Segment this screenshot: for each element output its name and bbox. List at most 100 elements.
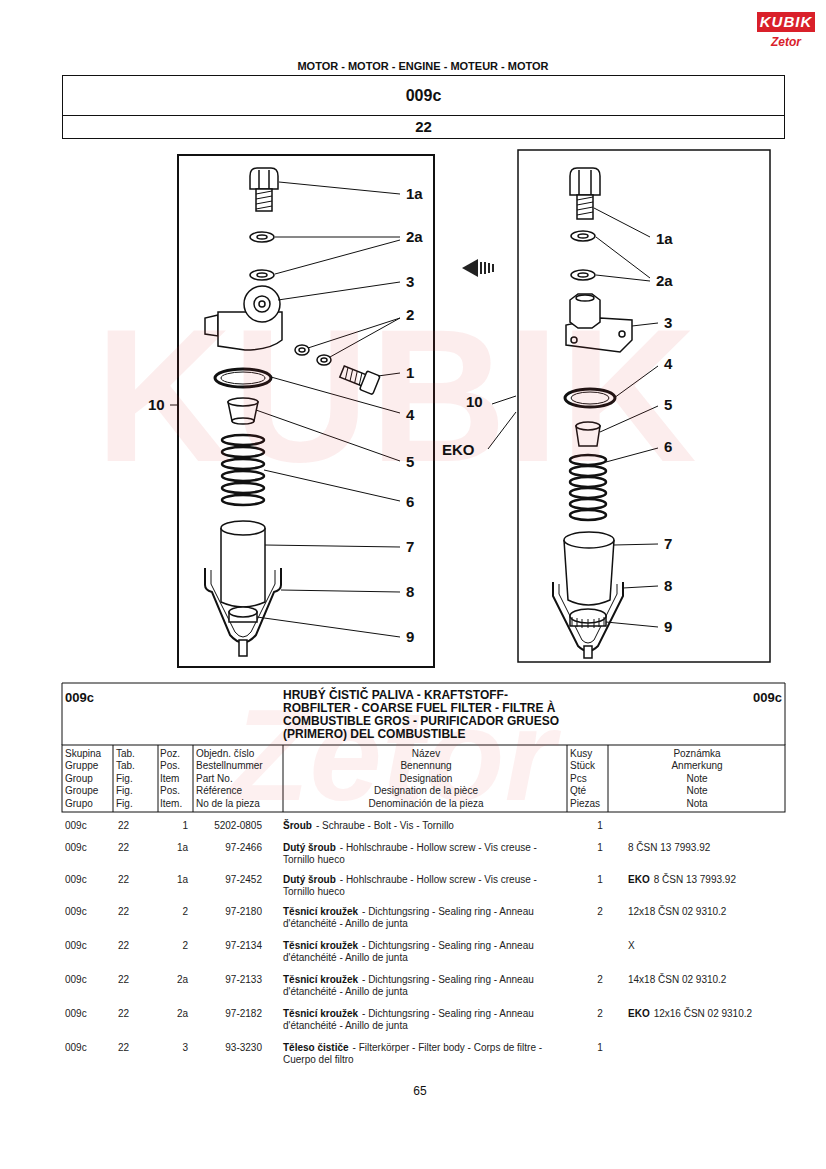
header-box: 22 xyxy=(62,115,785,139)
group-code: 009c xyxy=(700,690,782,706)
quantity-cell: 2 xyxy=(590,906,610,918)
column-header: Stück xyxy=(570,760,607,772)
column-header: Designation de la pièce xyxy=(286,785,566,797)
column-header: Poznámka xyxy=(612,748,782,760)
column-header: Bestellnummer xyxy=(196,760,282,772)
note-cell: 8 ČSN 13 7993.92 xyxy=(628,842,710,854)
callout-number: 7 xyxy=(664,535,672,553)
header-box: 009c xyxy=(62,75,785,116)
callout-number: 3 xyxy=(406,273,414,291)
column-header: Note xyxy=(612,785,782,797)
description-cell: Dutý šroub- Hohlschraube - Hollow screw … xyxy=(283,842,555,866)
group-cell: 009c xyxy=(65,1042,87,1054)
position-cell: 2a xyxy=(148,1008,188,1020)
column-header: No de la pieza xyxy=(196,798,282,810)
column-header: Qté xyxy=(570,785,607,797)
group-cell: 009c xyxy=(65,906,87,918)
position-cell: 3 xyxy=(148,1042,188,1054)
position-cell: 2 xyxy=(148,940,188,952)
description-cell: Těsnicí kroužek- Dichtungsring - Sealing… xyxy=(283,906,555,930)
column-header: Pos. xyxy=(160,785,192,797)
callout-number: 5 xyxy=(406,453,414,471)
callout-number: 4 xyxy=(664,355,672,373)
part-number: 97-2134 xyxy=(186,940,262,952)
column-header: Fig. xyxy=(116,785,157,797)
callout-number: 10 xyxy=(148,396,165,414)
part-number: 5202-0805 xyxy=(186,820,262,832)
note-cell: X xyxy=(628,940,635,952)
quantity-cell: 2 xyxy=(590,1008,610,1020)
part-name: Těleso čističe xyxy=(283,1042,349,1053)
group-code: 009c xyxy=(65,690,94,706)
column-header: Item xyxy=(160,773,192,785)
position-cell: 2a xyxy=(148,974,188,986)
part-number: 97-2133 xyxy=(186,974,262,986)
table-cell: 22 xyxy=(118,1042,129,1054)
callout-number: 1a xyxy=(656,230,673,248)
table-cell: 22 xyxy=(118,940,129,952)
column-header: Part No. xyxy=(196,773,282,785)
callout-number: 9 xyxy=(664,618,672,636)
column-header: Note xyxy=(612,773,782,785)
group-cell: 009c xyxy=(65,940,87,952)
group-cell: 009c xyxy=(65,842,87,854)
view-arrow xyxy=(462,259,493,277)
description-cell: Těsnicí kroužek- Dichtungsring - Sealing… xyxy=(283,940,555,964)
note-cell: 12x18 ČSN 02 9310.2 xyxy=(628,906,726,918)
note-text: 12x16 ČSN 02 9310.2 xyxy=(654,1008,752,1019)
column-header: Název xyxy=(286,748,566,760)
group-cell: 009c xyxy=(65,1008,87,1020)
note-tag: EKO xyxy=(628,1008,650,1019)
part-name: Těsnicí kroužek xyxy=(283,940,358,951)
column-header: Pos. xyxy=(160,760,192,772)
part-name: Dutý šroub xyxy=(283,874,336,885)
part-name: Šroub xyxy=(283,820,312,831)
column-header: Kusy xyxy=(570,748,607,760)
part-name: Těsnicí kroužek xyxy=(283,906,358,917)
description-cell: Těsnicí kroužek- Dichtungsring - Sealing… xyxy=(283,1008,555,1032)
description-cell: Dutý šroub- Hohlschraube - Hollow screw … xyxy=(283,874,555,898)
column-header: Group xyxy=(65,773,112,785)
column-header: Tab. xyxy=(116,748,157,760)
callout-number: 2 xyxy=(406,306,414,324)
note-text: 8 ČSN 13 7993.92 xyxy=(654,874,736,885)
column-header: Objedn. číslo xyxy=(196,748,282,760)
column-header: Designation xyxy=(286,773,566,785)
column-header: Groupe xyxy=(65,785,112,797)
column-header: Denominación de la pieza xyxy=(286,798,566,810)
callout-number: 9 xyxy=(406,628,414,646)
callout-number: 8 xyxy=(406,583,414,601)
table-cell: 22 xyxy=(118,820,129,832)
callout-number: 1a xyxy=(406,185,423,203)
callout-number: 2a xyxy=(406,228,423,246)
callout-number: 6 xyxy=(406,493,414,511)
column-header: Référence xyxy=(196,785,282,797)
column-header: Skupina xyxy=(65,748,112,760)
part-number: 97-2466 xyxy=(186,842,262,854)
callout-number: 3 xyxy=(664,314,672,332)
part-number: 97-2180 xyxy=(186,906,262,918)
column-header: Benennung xyxy=(286,760,566,772)
group-cell: 009c xyxy=(65,874,87,886)
callout-number: 1 xyxy=(406,364,414,382)
table-cell: 22 xyxy=(118,974,129,986)
column-header: Fig. xyxy=(116,798,157,810)
note-cell: 14x18 ČSN 02 9310.2 xyxy=(628,974,726,986)
watermark: KUBIK xyxy=(95,300,697,490)
group-title: HRUBÝ ČISTIČ PALIVA - KRAFTSTOFF- ROBFIL… xyxy=(283,689,563,741)
callout-number: 7 xyxy=(406,538,414,556)
description-cell: Těleso čističe- Filterkörper - Filter bo… xyxy=(283,1042,555,1066)
column-header: Anmerkung xyxy=(612,760,782,772)
page-heading: MOTOR - MOTOR - ENGINE - MOTEUR - MOTOR xyxy=(200,60,646,73)
column-header: Pcs xyxy=(570,773,607,785)
column-header: Poz. xyxy=(160,748,192,760)
part-number: 97-2452 xyxy=(186,874,262,886)
note-tag: EKO xyxy=(628,874,650,885)
header-text: 009c xyxy=(63,86,784,105)
callout-number: 4 xyxy=(406,406,414,424)
callout-number: EKO xyxy=(442,441,475,459)
description-cell: Těsnicí kroužek- Dichtungsring - Sealing… xyxy=(283,974,555,998)
part-name: Těsnicí kroužek xyxy=(283,974,358,985)
table-cell: 22 xyxy=(118,906,129,918)
header-text: 22 xyxy=(63,118,784,136)
